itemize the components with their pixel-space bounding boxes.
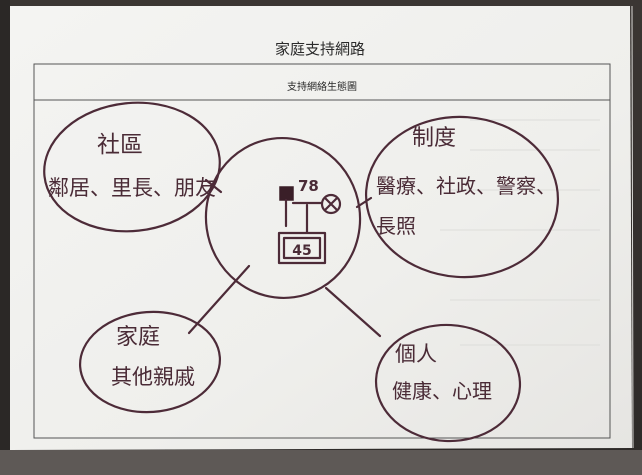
center-circle xyxy=(204,136,362,300)
individual-heading: 個人 xyxy=(395,342,437,366)
table-frame xyxy=(33,63,611,439)
bleed-through-lines xyxy=(440,119,600,346)
paper-edge-right xyxy=(631,5,634,449)
individual-detail: 健康、心理 xyxy=(392,379,492,403)
community-detail: 鄰居、里長、朋友 xyxy=(48,176,216,200)
community-ellipse xyxy=(43,101,221,233)
community-heading: 社區 xyxy=(97,132,143,158)
male-square-symbol xyxy=(279,186,294,201)
left-edge-shadow xyxy=(0,0,10,475)
family-heading: 家庭 xyxy=(116,325,160,350)
father-age-label: 78 xyxy=(298,177,319,195)
document-title: 家庭支持網路 xyxy=(275,40,365,58)
table-bottom-edge xyxy=(0,450,642,475)
child-inner-square xyxy=(282,236,322,260)
institution-ellipse xyxy=(364,115,560,279)
paper-sheet xyxy=(10,6,632,450)
individual-ellipse xyxy=(374,323,522,443)
child-square-symbol xyxy=(277,231,327,265)
institution-detail-line2: 長照 xyxy=(376,214,416,238)
institution-heading: 制度 xyxy=(412,126,456,151)
family-detail: 其他親戚 xyxy=(111,365,195,389)
child-age-label: 45 xyxy=(292,243,311,259)
female-circle-symbol xyxy=(320,193,342,215)
community-connector xyxy=(204,178,223,194)
institution-detail-line1: 醫療、社政、警察、 xyxy=(376,174,556,198)
table-subtitle: 支持網絡生態圖 xyxy=(287,80,357,93)
family-connector xyxy=(187,264,251,335)
family-ellipse xyxy=(78,310,222,414)
institution-connector xyxy=(355,196,373,209)
individual-connector xyxy=(324,286,382,338)
deceased-cross-mark xyxy=(323,196,339,212)
